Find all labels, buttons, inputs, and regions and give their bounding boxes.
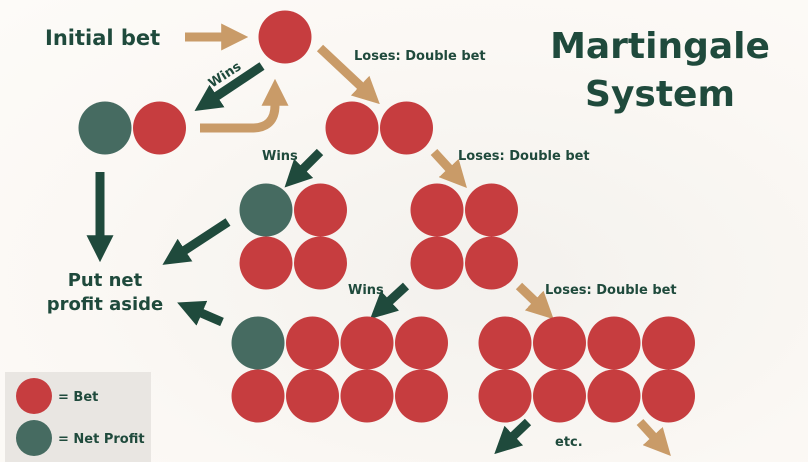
diagram-title-line1: Martingale: [550, 26, 770, 67]
chip-group-lose-3: [478, 316, 695, 423]
bet-chip: [465, 183, 518, 237]
legend-bet-chip: [16, 378, 52, 414]
wins-label: Wins: [262, 149, 298, 164]
bet-chip: [410, 236, 464, 290]
initial-bet-label: Initial bet: [45, 26, 160, 50]
bet-chip: [642, 316, 695, 370]
loses-arrow: [515, 282, 554, 320]
legend-bet-label: = Bet: [58, 390, 98, 405]
loses-label: Loses: Double bet: [354, 49, 486, 64]
bet-chip: [258, 10, 312, 64]
wins-arrow: [194, 62, 265, 111]
loses-label: Loses: Double bet: [458, 149, 590, 164]
chip-group-win-2: [239, 183, 347, 290]
chip-group-win-1: [78, 101, 186, 155]
loses-label: Loses: Double bet: [545, 283, 677, 298]
legend-profit-label: = Net Profit: [58, 432, 145, 447]
bet-chip: [286, 369, 339, 423]
bet-chip: [395, 316, 448, 370]
legend-profit-chip: [16, 420, 52, 456]
bet-chip: [340, 316, 394, 370]
bet-chip: [380, 101, 433, 155]
aside-label-line2: profit aside: [47, 294, 163, 315]
loses-arrow: [430, 148, 467, 188]
bet-chip: [294, 236, 347, 290]
bet-chip: [533, 316, 586, 370]
aside-label-line1: Put net: [68, 270, 143, 291]
bet-chip: [410, 183, 464, 237]
aside-arrow: [177, 300, 224, 327]
diagram-title-line2: System: [585, 74, 735, 115]
wins-label: Wins: [348, 283, 384, 298]
etc-label: etc.: [555, 435, 583, 450]
aside-arrow: [162, 218, 231, 265]
bet-chip: [533, 369, 586, 423]
wins-arrow: [284, 148, 324, 188]
bet-chip: [395, 369, 448, 423]
loses-arrow: [636, 418, 671, 456]
chip-group-initial: [258, 10, 312, 64]
chip-group-lose-2: [410, 183, 518, 290]
bet-chip: [133, 101, 186, 155]
bet-chip: [286, 316, 339, 370]
bet-chip: [239, 236, 293, 290]
bet-chip: [340, 369, 394, 423]
chip-group-win-3: [231, 316, 448, 423]
bet-chip: [465, 236, 518, 290]
bet-chip: [231, 369, 285, 423]
bet-chip: [478, 316, 532, 370]
repeat-arrow: [200, 78, 289, 133]
loses-arrow: [316, 44, 380, 105]
chip-group-lose-1: [325, 101, 433, 155]
bet-chip: [587, 369, 641, 423]
legend: = Bet = Net Profit: [5, 372, 151, 462]
bet-chip: [325, 101, 379, 155]
profit-chip: [78, 101, 132, 155]
bet-chip: [587, 316, 641, 370]
bet-chip: [642, 369, 695, 423]
profit-chip: [231, 316, 285, 370]
bet-chip: [478, 369, 532, 423]
wins-arrow: [370, 282, 410, 319]
profit-chip: [239, 183, 293, 237]
wins-arrow: [494, 418, 532, 455]
bet-chip: [294, 183, 347, 237]
